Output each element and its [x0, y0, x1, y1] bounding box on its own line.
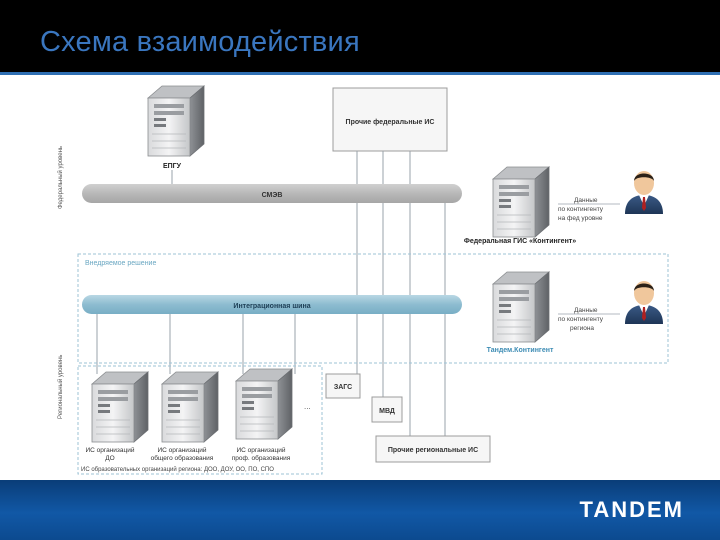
education-orgs-caption: ИС образовательных организаций региона: …: [81, 466, 274, 473]
other-regional-is-label: Прочие региональные ИС: [388, 447, 478, 454]
federal-user-avatar: [625, 171, 663, 214]
orgs-ellipsis: ...: [304, 402, 311, 411]
prof-edu-org-label-line2: проф. образования: [232, 454, 291, 462]
slide-footer: [0, 480, 720, 540]
regional-user-avatar: [625, 281, 663, 324]
regional-data-line1: Данные: [574, 307, 598, 314]
do-org-label-line1: ИС организаций: [85, 446, 134, 454]
tandem-kontingent-label: Тандем.Контингент: [487, 347, 554, 354]
general-edu-org-label-line1: ИС организаций: [157, 446, 206, 454]
regional-data-line2: по контингенту: [558, 316, 604, 323]
title-divider: [0, 72, 720, 75]
tandem-logo: TANDEM: [580, 497, 684, 523]
other-federal-is-label: Прочие федеральные ИС: [346, 119, 435, 126]
zags-box: [325, 373, 361, 399]
federal-level-label: Федеральный уровень: [57, 146, 64, 209]
prof-edu-org-label-line1: ИС организаций: [236, 446, 285, 454]
interaction-diagram: Федеральный уровень Региональный уровень…: [57, 85, 669, 475]
federal-data-line1: Данные: [574, 197, 598, 204]
epgu-server-icon: [147, 85, 205, 157]
data-flow-lines: [558, 203, 620, 315]
tandem-logo-text: TANDEM: [579, 497, 684, 522]
general-edu-org-server-icon: [161, 371, 219, 443]
implemented-solution-frame: [77, 253, 669, 364]
smev-label: СМЭВ: [262, 192, 283, 199]
slide-header: [0, 0, 720, 78]
federal-data-line3: на фед уровне: [558, 215, 603, 222]
federal-gis-label: Федеральная ГИС «Контингент»: [464, 238, 576, 245]
mvd-label: МВД: [379, 408, 395, 415]
mvd-box: [371, 396, 403, 423]
other-regional-is-box: [375, 435, 491, 463]
federal-data-line2: по контингенту: [558, 206, 604, 213]
epgu-label: ЕПГУ: [163, 163, 182, 170]
regional-data-line3: региона: [570, 325, 594, 332]
other-federal-is-box: [332, 87, 448, 152]
implemented-solution-label: Внедряемое решение: [85, 260, 156, 267]
tandem-kontingent-server-icon: [492, 271, 550, 343]
zags-label: ЗАГС: [334, 384, 352, 391]
smev-bus: [82, 184, 462, 203]
federal-gis-server-icon: [492, 166, 550, 238]
prof-edu-org-server-icon: [235, 368, 293, 440]
regional-level-label: Региональный уровень: [57, 355, 64, 419]
do-org-server-icon: [91, 371, 149, 443]
education-orgs-frame: [77, 365, 323, 475]
integration-bus-label: Интеграционная шина: [233, 303, 310, 310]
general-edu-org-label-line2: общего образования: [151, 454, 214, 462]
do-org-label-line2: ДО: [105, 455, 114, 462]
integration-bus: [82, 295, 462, 314]
slide-title: Схема взаимодействия: [40, 26, 360, 58]
